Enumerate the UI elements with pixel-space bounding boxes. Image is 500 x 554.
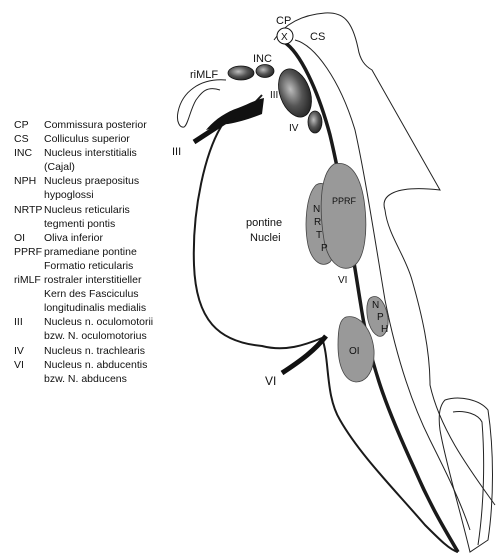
- label-cp: CP: [276, 15, 291, 27]
- label-nrtp-r: R: [314, 217, 321, 228]
- label-nph-n: N: [372, 300, 379, 311]
- label-iv-nucleus: IV: [289, 123, 299, 134]
- label-pprf: PPRF: [332, 196, 357, 206]
- brainstem-body: [194, 95, 458, 552]
- ventricle-outline: [295, 40, 470, 530]
- nucleus-inc: [256, 65, 274, 78]
- label-nph-p: P: [377, 312, 384, 323]
- label-inc: INC: [253, 53, 272, 65]
- label-cp-mark: X: [281, 32, 288, 43]
- abducens-nerve: [282, 336, 326, 373]
- label-oi: OI: [349, 346, 360, 357]
- nucleus-pprf: [321, 163, 366, 268]
- label-nph-h: H: [381, 324, 388, 335]
- label-iii-nucleus: III: [270, 90, 278, 101]
- nucleus-rimlf: [228, 66, 254, 80]
- label-vi-nucleus: VI: [338, 275, 347, 286]
- label-pons-line2: Nuclei: [250, 232, 281, 244]
- label-iii-nerve: III: [172, 146, 181, 158]
- label-nrtp-n: N: [313, 204, 320, 215]
- label-nrtp-p: P: [321, 243, 328, 254]
- oculomotor-nerve: [194, 112, 240, 142]
- label-nrtp-t: T: [316, 230, 322, 241]
- label-vi-nerve: VI: [265, 374, 276, 388]
- label-rimlf: riMLF: [190, 69, 218, 81]
- label-pons-line1: pontine: [246, 217, 282, 229]
- nucleus-iv: [308, 111, 322, 133]
- label-cs: CS: [310, 31, 325, 43]
